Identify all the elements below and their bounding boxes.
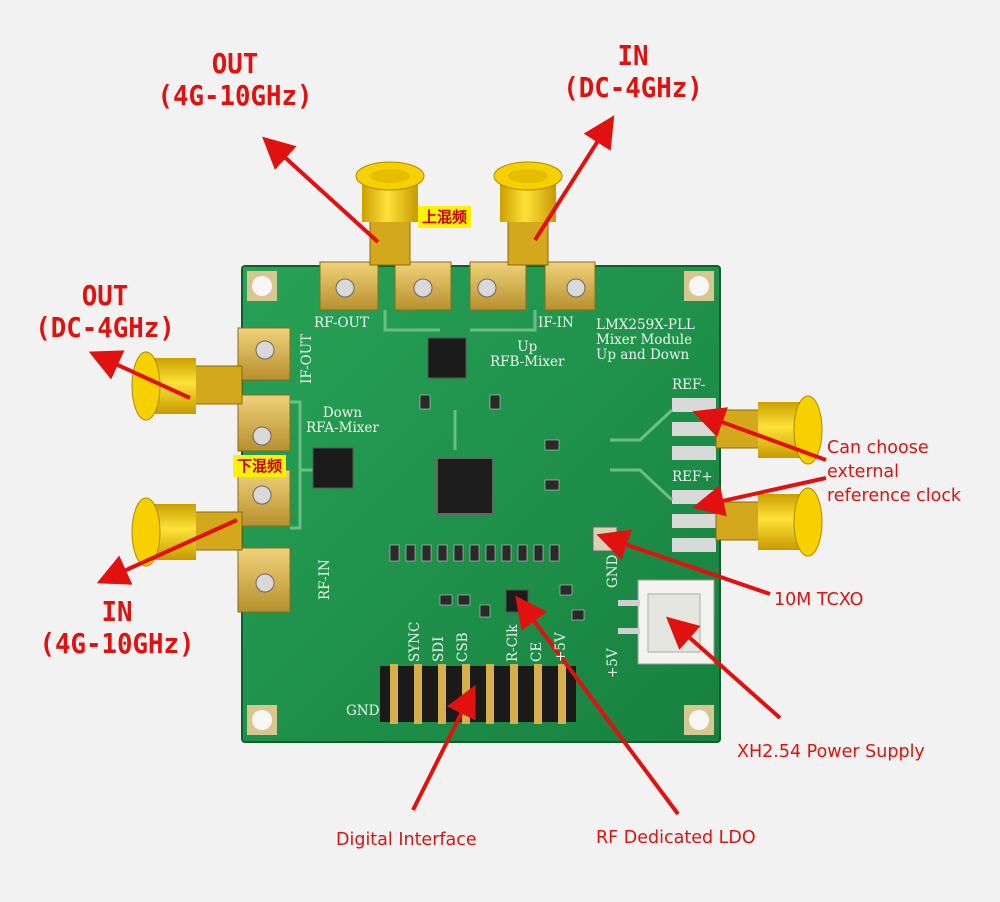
silk-up-mixer: Up RFB-Mixer xyxy=(490,340,564,370)
arrow-in-top xyxy=(533,115,615,242)
annotation-rf-ldo: RF Dedicated LDO xyxy=(596,828,756,848)
arrow-in-left xyxy=(96,518,238,585)
silk-up-mixer-line2: RFB-Mixer xyxy=(490,354,565,370)
silk-header-sync: SYNC xyxy=(407,621,423,662)
down-mixing-tag: 下混频 xyxy=(233,455,287,477)
pll-ic xyxy=(436,457,494,515)
silk-module-title-line2: Mixer Module xyxy=(596,332,693,348)
arrow-tcxo xyxy=(596,529,771,596)
silk-header-rclk: R-Clk xyxy=(505,624,521,662)
annotation-in-top-line2: (DC-4GHz) xyxy=(563,71,703,104)
annotation-in-top: IN (DC-4GHz) xyxy=(555,40,711,104)
top-rf-pads xyxy=(319,261,596,311)
annotation-in-left-line2: (4G-10GHz) xyxy=(39,627,195,660)
annotation-in-top-line1: IN xyxy=(617,39,649,72)
annotation-arrows xyxy=(88,115,827,816)
silk-gnd: GND xyxy=(605,554,621,588)
silk-rf-in: RF-IN xyxy=(317,559,333,600)
passive-components xyxy=(389,394,585,621)
arrow-external-ref xyxy=(692,407,827,462)
mounting-holes xyxy=(247,271,714,735)
annotation-out-top: OUT (4G-10GHz) xyxy=(157,48,313,112)
up-mixer-chip xyxy=(427,337,467,379)
annotation-out-top-line1: OUT xyxy=(211,47,259,80)
sma-connector-left-top xyxy=(131,351,243,421)
silk-ref-plus: REF+ xyxy=(672,469,713,485)
sma-connector-left-bottom xyxy=(131,497,243,567)
arrow-power-supply xyxy=(666,616,782,720)
silk-header-ce: CE xyxy=(529,641,545,662)
annotation-out-left-line2: (DC-4GHz) xyxy=(35,311,175,344)
annotation-out-left-line1: OUT xyxy=(81,279,129,312)
arrow-external-ref-2 xyxy=(692,476,827,517)
sma-connector-top-right xyxy=(493,161,563,266)
annotation-in-left-line1: IN xyxy=(101,595,133,628)
annotation-digital-interface: Digital Interface xyxy=(336,830,477,850)
silk-module-title-line3: Up and Down xyxy=(596,347,690,363)
silk-down-mixer: Down RFA-Mixer xyxy=(306,406,379,436)
silk-header-gnd: GND xyxy=(346,703,380,719)
annotation-in-left: IN (4G-10GHz) xyxy=(30,596,205,660)
annotation-external-ref-line3: reference clock xyxy=(827,486,962,506)
silk-down-mixer-line1: Down xyxy=(322,405,363,421)
silk-rf-out: RF-OUT xyxy=(314,315,369,331)
annotation-out-top-line2: (4G-10GHz) xyxy=(157,79,313,112)
silk-ref-minus: REF- xyxy=(672,377,706,393)
sma-connector-top-left xyxy=(355,161,425,266)
silk-header-5v: +5V xyxy=(553,632,569,662)
silk-module-title: LMX259X-PLL Mixer Module Up and Down xyxy=(596,318,695,363)
arrow-out-top xyxy=(262,136,380,244)
silk-if-out: IF-OUT xyxy=(299,333,315,384)
silk-up-mixer-line1: Up xyxy=(517,339,538,355)
arrow-rf-ldo xyxy=(515,595,680,816)
silk-down-mixer-line2: RFA-Mixer xyxy=(306,420,379,436)
silk-header-csb: CSB xyxy=(455,632,471,663)
annotation-external-ref-line2: external xyxy=(827,462,900,482)
rf-traces xyxy=(290,310,674,530)
silk-if-in: IF-IN xyxy=(538,315,574,331)
silk-plus5v: +5V xyxy=(605,648,621,678)
up-mixing-tag: 上混频 xyxy=(418,206,472,228)
arrow-digital-interface xyxy=(411,684,476,811)
annotation-external-ref: Can choose external reference clock xyxy=(827,436,961,508)
annotation-tcxo: 10M TCXO xyxy=(774,590,864,610)
annotation-power-supply: XH2.54 Power Supply xyxy=(737,742,925,762)
arrow-out-left xyxy=(88,350,191,400)
left-rf-pads xyxy=(237,327,291,613)
silk-header-sdi: SDI xyxy=(431,636,447,662)
down-mixer-chip xyxy=(312,447,354,489)
silk-module-title-line1: LMX259X-PLL xyxy=(596,317,695,333)
annotation-external-ref-line1: Can choose xyxy=(827,438,929,458)
annotation-out-left: OUT (DC-4GHz) xyxy=(27,280,183,344)
pin-header xyxy=(380,664,576,724)
